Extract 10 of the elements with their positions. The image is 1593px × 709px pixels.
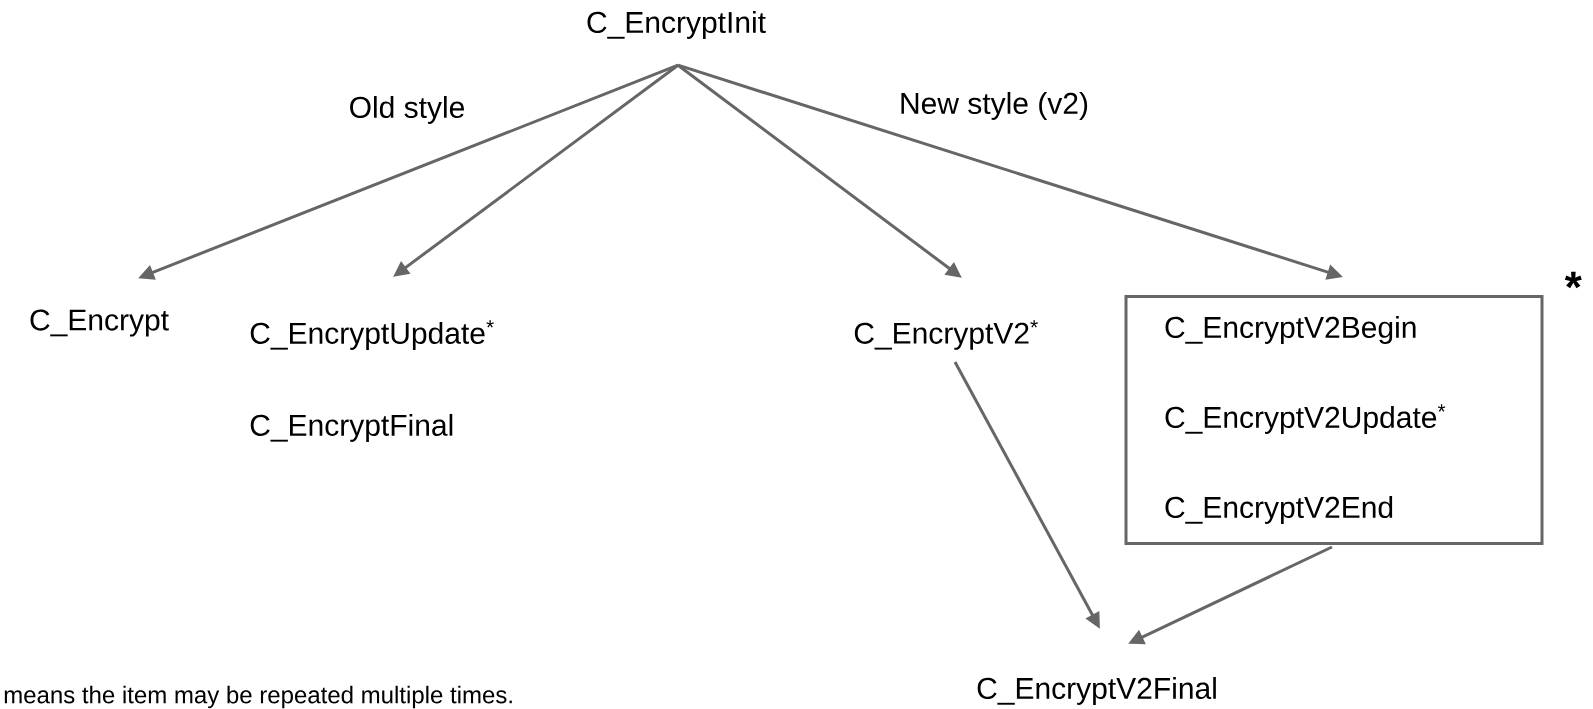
function-label: C_Encrypt — [30, 309, 169, 337]
text-label: means the item may be repeated multiple times. — [4, 685, 512, 709]
function-label: C_EncryptV2Final — [977, 677, 1216, 705]
function-label: C_EncryptV2$^{*}$ — [854, 320, 1038, 350]
function-label: C_EncryptInit — [587, 11, 766, 39]
asterisk-note: * — [1564, 271, 1582, 289]
function-label: C_EncryptUpdate$^{*}$ C_EncryptFinal — [250, 320, 494, 442]
group-box: C_EncryptV2Begin C_EncryptV2Update$^{*}$ C_EncryptV2End — [1124, 295, 1544, 545]
text-label: Old style — [350, 96, 464, 124]
text-label: New style (v2) — [901, 92, 1088, 120]
